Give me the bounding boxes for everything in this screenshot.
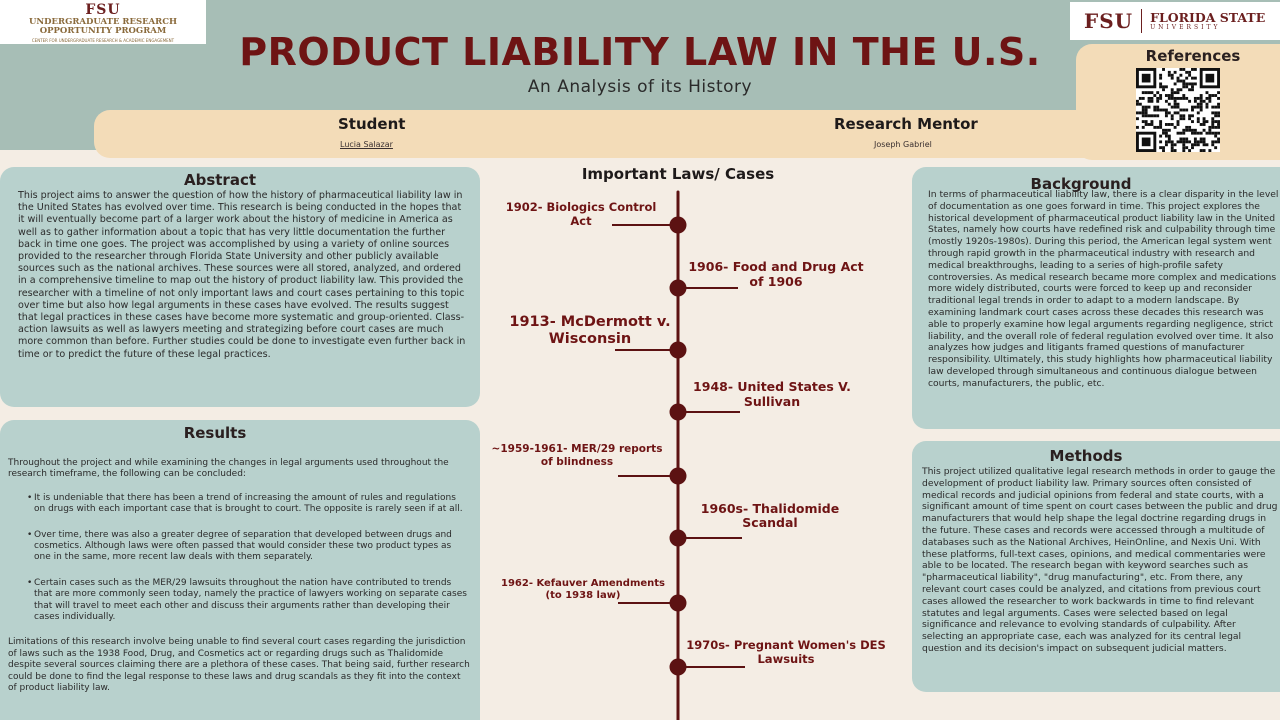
abstract-card: Abstract This project aims to answer the… [0,167,480,407]
abstract-text: This project aims to answer the question… [18,190,466,360]
results-bullet: It is undeniable that there has been a t… [8,493,472,516]
timeline-event: 1906- Food and Drug Act of 1906 [688,259,864,289]
background-text: In terms of pharmaceutical liability law… [928,189,1279,389]
results-list: It is undeniable that there has been a t… [8,493,472,624]
results-card: Results Throughout the project and while… [0,420,480,720]
results-bullet: Over time, there was also a greater degr… [8,530,472,564]
results-bullet: Certain cases such as the MER/29 lawsuit… [8,578,472,624]
timeline-node [669,467,687,485]
references-box: References [1076,44,1280,160]
background-title: Background [1030,175,1132,193]
references-title: References [1145,47,1241,65]
poster-title: PRODUCT LIABILITY LAW IN THE U.S. [239,30,1041,74]
poster-subtitle: An Analysis of its History [527,77,753,97]
timeline-event: 1902- Biologics Control Act [505,200,657,228]
urop-logo-line1: UNDERGRADUATE RESEARCH [28,17,178,27]
background-card: Background In terms of pharmaceutical li… [912,167,1280,429]
timeline-node [669,341,687,359]
student-label: Student [338,115,406,133]
mentor-name: Joseph Gabriel [874,140,932,149]
methods-text: This project utilized qualitative legal … [922,466,1278,654]
timeline-node [669,216,687,234]
results-closing: Limitations of this research involve bei… [8,637,470,694]
results-intro: Throughout the project and while examini… [8,458,449,480]
qr-code-icon[interactable] [1136,68,1220,152]
results-body: Throughout the project and while examini… [0,442,480,695]
fsu-logo-name: FLORIDA STATE [1150,10,1266,25]
timeline-event: 1913- McDermott v. Wisconsin [509,314,671,347]
fsu-logo: FSU FLORIDA STATE UNIVERSITY [1070,2,1280,40]
abstract-title: Abstract [183,171,257,189]
timeline-node [669,529,687,547]
fsu-logo-wordmark: FSU [1084,9,1134,33]
timeline-node [669,658,687,676]
fsu-logo-university: UNIVERSITY [1150,24,1221,31]
timeline-event: 1970s- Pregnant Women's DES Lawsuits [686,638,886,666]
timeline-event: ~1959-1961- MER/29 reports of blindness [491,443,663,468]
urop-logo-subline: CENTER FOR UNDERGRADUATE RESEARCH & ACAD… [31,38,175,43]
timeline-node [669,279,687,297]
timeline-node [669,594,687,612]
timeline-title: Important Laws/ Cases [581,165,775,183]
mentor-label: Research Mentor [834,115,978,133]
results-title: Results [183,424,247,442]
methods-card: Methods This project utilized qualitativ… [912,441,1280,692]
timeline-event: 1962- Kefauver Amendments (to 1938 law) [500,578,666,601]
urop-logo-wordmark: FSU [85,2,121,18]
timeline-node [669,403,687,421]
timeline-event: 1948- United States V. Sullivan [693,379,851,409]
timeline-event: 1960s- Thalidomide Scandal [700,501,840,530]
student-name: Lucia Salazar [340,140,393,149]
methods-title: Methods [1049,447,1123,465]
fsu-logo-divider [1141,9,1143,33]
urop-logo: FSU UNDERGRADUATE RESEARCH OPPORTUNITY P… [0,0,206,44]
urop-logo-line2: OPPORTUNITY PROGRAM [39,26,167,36]
